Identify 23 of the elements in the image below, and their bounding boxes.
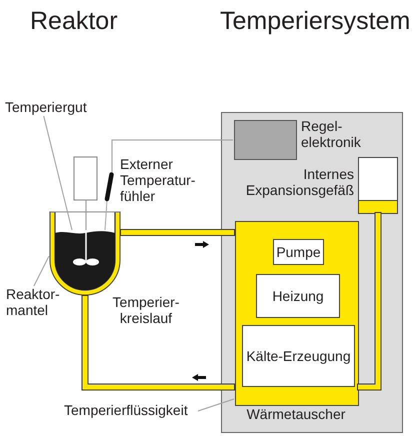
heat-exchanger-block <box>235 221 359 406</box>
leader-line <box>33 256 50 286</box>
callout-label: Temperierflüssigkeit <box>64 402 198 420</box>
column-heading: Temperiersystem <box>220 6 412 37</box>
expansion-vessel <box>358 157 398 214</box>
leader-line <box>198 398 234 412</box>
sensor-cable <box>112 140 234 172</box>
component-label: Regel- elektronik <box>301 118 362 150</box>
component-label: Externer Temperatur- fühler <box>120 156 196 204</box>
pipe <box>358 213 380 390</box>
pipe <box>121 230 234 235</box>
system-panel <box>221 112 403 433</box>
callout-label: Reaktor- mantel <box>6 286 68 320</box>
loop-label: Temperier- kreislauf <box>112 294 180 326</box>
component-label: Internes Expansionsgefäß <box>244 166 354 198</box>
pipe <box>82 296 234 390</box>
component-box: Heizung <box>256 274 340 318</box>
column-heading: Reaktor <box>30 6 119 37</box>
component-box: Kälte-Erzeugung <box>242 325 355 387</box>
component-box: Pumpe <box>273 239 324 265</box>
component-label: Wärmetauscher <box>246 406 346 422</box>
control-unit-block <box>234 120 297 160</box>
callout-label: Temperiergut <box>5 99 93 116</box>
